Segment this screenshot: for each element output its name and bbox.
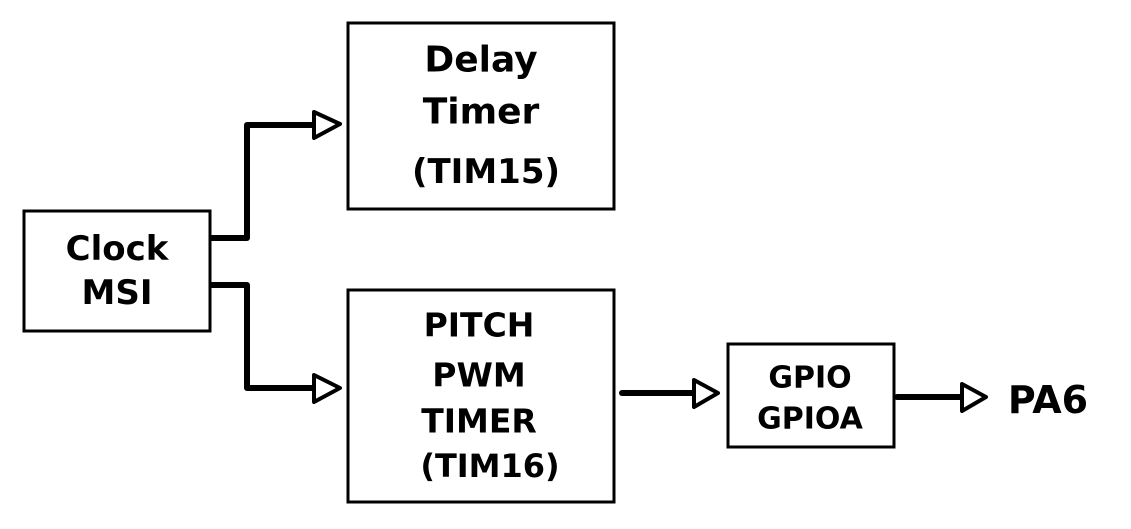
- pitch-pwm-timer-box: [346, 288, 616, 504]
- pa6-arrowhead-icon: [960, 382, 988, 413]
- gpio-label-line-1: GPIO: [768, 361, 851, 396]
- delay-timer-box: [346, 21, 616, 211]
- pitch-arrowhead-icon: [312, 373, 342, 404]
- pitch-timer-label-line-1: PITCH: [424, 306, 535, 345]
- clock-msi-box: [22, 209, 212, 333]
- gpio-arrowhead-icon: [692, 378, 720, 409]
- pa6-output-label: PA6: [1008, 378, 1088, 422]
- gpio-label-line-2: GPIOA: [757, 402, 863, 437]
- delay-timer-label-line-3: (TIM15): [412, 152, 560, 192]
- delay-timer-label-line-1: Delay: [424, 40, 537, 81]
- delay-timer-label-line-2: Timer: [423, 92, 540, 133]
- pitch-timer-label-line-2: PWM: [432, 356, 525, 395]
- pitch-timer-label-line-4: (TIM16): [420, 447, 559, 485]
- clock-label-line-1: Clock: [66, 229, 170, 269]
- delay-arrowhead-icon: [312, 110, 342, 140]
- clock-label-line-2: MSI: [82, 273, 153, 313]
- clock-to-delay-wire: [209, 122, 315, 241]
- clock-to-pitch-wire: [209, 282, 315, 391]
- pitch-timer-label-line-3: TIMER: [421, 402, 537, 441]
- gpio-box: [726, 342, 896, 449]
